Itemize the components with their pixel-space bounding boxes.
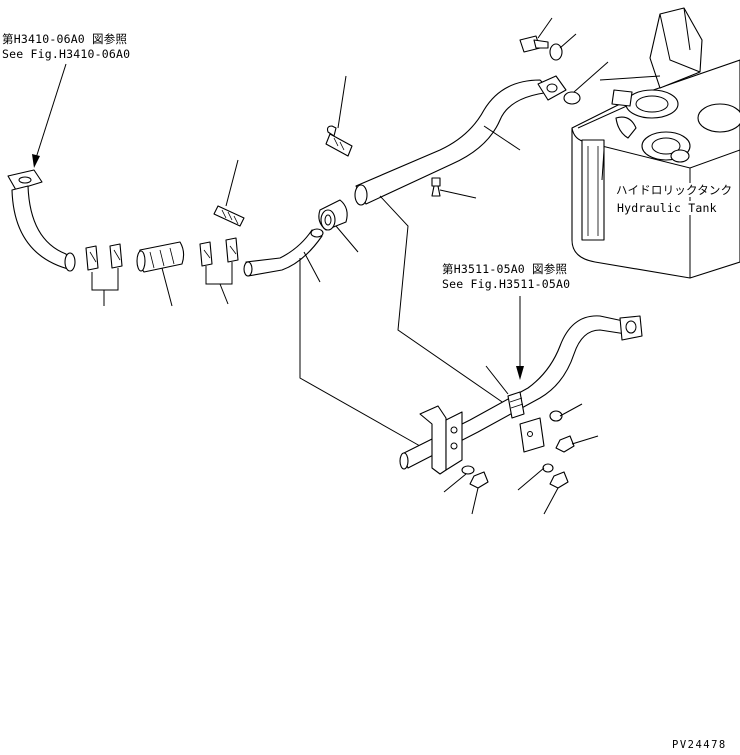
washer-left (461, 465, 475, 475)
long-tube-upper (354, 79, 553, 206)
flange-lower-right (619, 315, 643, 341)
reference-label-middle-en: See Fig.H3511-05A0 (442, 277, 571, 291)
tank-plug (670, 149, 690, 163)
tank-side-plate (581, 139, 605, 241)
reference-arrow-left-line (35, 63, 67, 159)
tank-label-en: Hydraulic Tank (617, 201, 717, 215)
reference-label-left-jp: 第H3410-06A0 図参照 (2, 32, 128, 46)
o-ring-upper (563, 91, 581, 105)
plug-fitting (431, 177, 441, 197)
grommet-seal (318, 199, 348, 231)
hose-clamp-pair-left (85, 243, 123, 271)
tank-cover (697, 103, 740, 133)
clamp-bolt-upper (325, 125, 353, 157)
tank-label-jp: ハイドロリックタンク (616, 183, 733, 197)
nut-right-lower (549, 471, 569, 489)
arrow-down-icon (516, 366, 524, 380)
reference-label-middle-jp: 第H3511-05A0 図参照 (442, 262, 568, 276)
tank-port (625, 89, 679, 119)
washer-right-lower (542, 463, 554, 473)
flange-elbow-left (7, 169, 76, 272)
rubber-hose (136, 241, 185, 273)
arrow-down-icon (32, 154, 40, 168)
clamp-plate (519, 417, 545, 453)
flange-upper-right (537, 75, 567, 101)
mounting-bracket (419, 405, 463, 475)
hydraulic-tank (571, 7, 740, 279)
drawing-code: PV24478 (672, 739, 727, 751)
clamp-bolt-left (213, 205, 245, 227)
nut-left (469, 471, 489, 489)
reference-label-left-en: See Fig.H3410-06A0 (2, 47, 131, 61)
bolt-pair (507, 391, 525, 419)
hose-clamp-pair-middle (199, 237, 239, 267)
bolt-upper (519, 35, 549, 53)
washer-right-upper (549, 410, 563, 422)
nut-right-upper (555, 435, 575, 453)
elbow-tube-middle (243, 228, 324, 277)
washer-upper (549, 43, 563, 61)
